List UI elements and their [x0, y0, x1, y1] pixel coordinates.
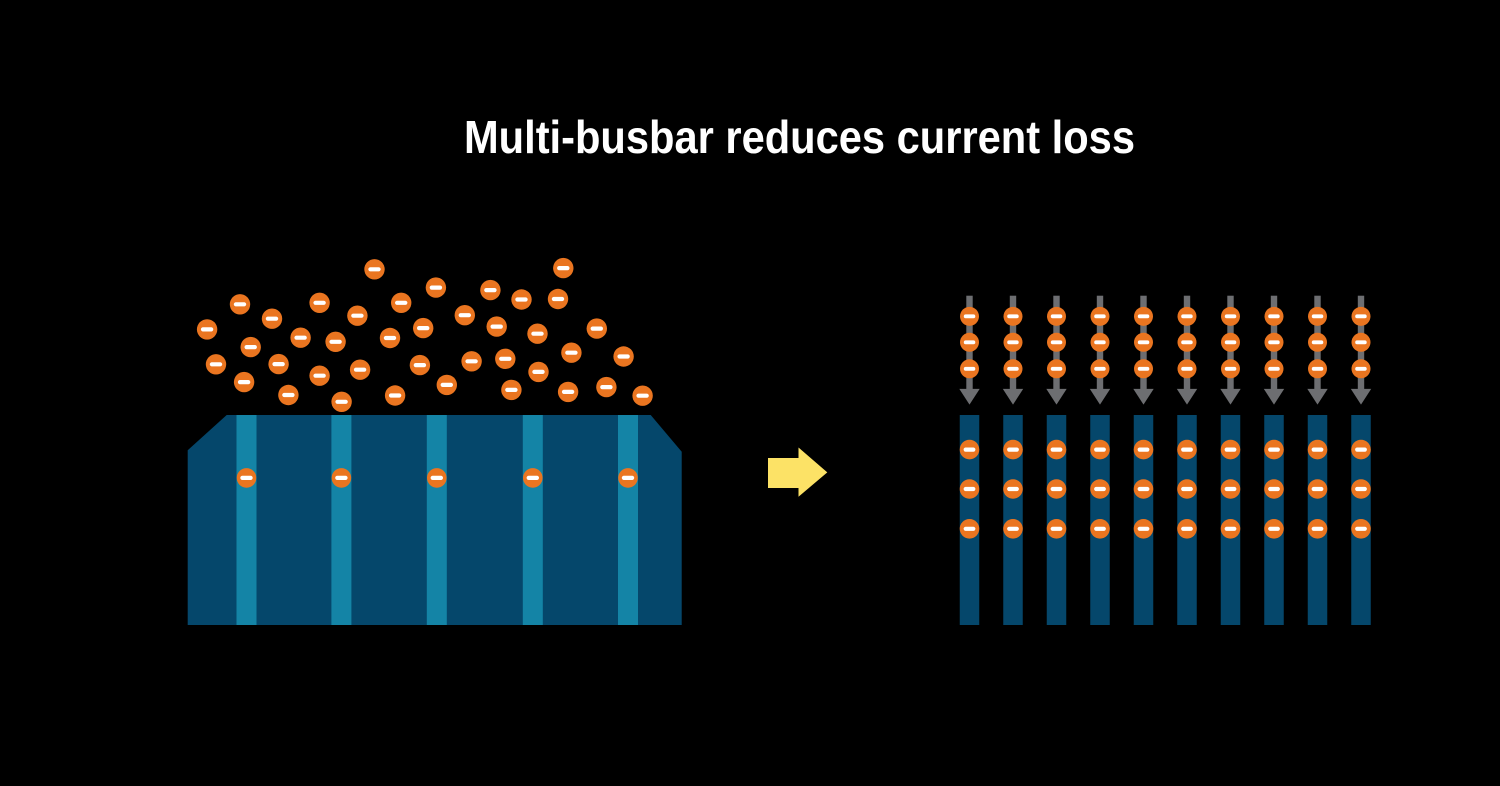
svg-text:Multi-busbar reduces current l: Multi-busbar reduces current loss — [464, 111, 1135, 163]
